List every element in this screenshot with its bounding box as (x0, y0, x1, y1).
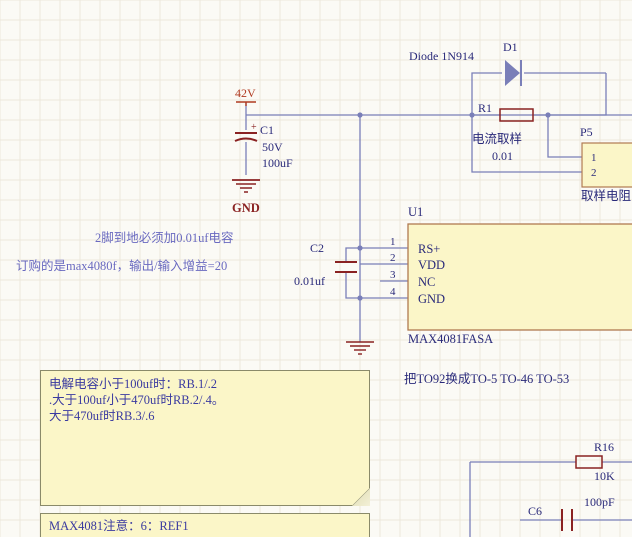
resistor-r1[interactable]: R1 电流取样 0.01 (472, 101, 534, 163)
r16-value: 10K (594, 469, 615, 483)
sticky-note-max4081[interactable]: MAX4081注意：6：REF1 (40, 513, 370, 537)
u1-pin-num: 3 (390, 269, 396, 281)
u1-pin-2: 2 VDD (390, 252, 445, 272)
u1-pin-name: NC (418, 275, 435, 289)
capacitor-c6[interactable]: C6 100pF (528, 495, 615, 531)
junction-dot (357, 245, 363, 251)
u1-pin-num: 2 (390, 252, 396, 264)
wire-p5-pin1 (547, 115, 582, 158)
note-line: MAX4081注意：6：REF1 (49, 519, 189, 533)
c1-ref: C1 (260, 123, 274, 137)
annotation-pin2-note: 2脚到地必须加0.01uf电容 (95, 230, 234, 245)
p5-pin2: 2 (591, 167, 597, 179)
p5-desc: 取样电阻 (581, 188, 632, 203)
junction-dot (357, 112, 363, 118)
wire-diode-line (471, 72, 502, 115)
note-line: 电解电容小于100uf时：RB.1/.2 (49, 377, 218, 391)
diode-d1[interactable]: Diode 1N914 D1 (409, 40, 522, 86)
wire-c2-top (345, 247, 360, 262)
p5-ref: P5 (580, 125, 593, 139)
connector-p5[interactable]: P5 1 2 取样电阻 (580, 125, 632, 203)
u1-pin-name: VDD (418, 258, 445, 272)
note-fold-corner (352, 488, 370, 506)
wire-42v-rail (246, 73, 607, 116)
note-line: .大于100uf小于470uf时RB.2/.4。 (49, 393, 225, 407)
r1-desc: 电流取样 (472, 131, 522, 146)
u1-part: MAX4081FASA (408, 332, 493, 346)
note-line: 大于470uf时RB.3/.6 (49, 409, 155, 423)
u1-ref: U1 (408, 205, 423, 219)
r1-value: 0.01 (492, 149, 513, 163)
junction-dot (357, 295, 363, 301)
resistor-r16[interactable]: R16 10K (575, 440, 615, 483)
u1-pin-name: RS+ (418, 242, 440, 256)
d1-ref: D1 (503, 40, 518, 54)
u1-pin-1: 1 RS+ (390, 236, 440, 256)
wire-p5-pin2 (471, 115, 582, 173)
annotation-package-note: 把TO92换成TO-5 TO-46 TO-53 (404, 372, 569, 386)
d1-desc: Diode 1N914 (409, 49, 474, 63)
wire-c2-bottom (345, 272, 360, 299)
power-label-42v: 42V (235, 86, 256, 100)
u1-pin-num: 1 (390, 236, 396, 248)
r1-ref: R1 (478, 101, 492, 115)
u1-pin-name: GND (418, 292, 445, 306)
u1-pin-num: 4 (390, 286, 396, 298)
gnd-symbol-2[interactable] (346, 341, 374, 355)
ic-u1[interactable]: U1 MAX4081FASA 1 RS+ 2 VDD 3 NC 4 GND (390, 205, 632, 346)
c2-ref: C2 (310, 241, 324, 255)
c6-value: 100pF (584, 495, 615, 509)
junction-dot (469, 112, 475, 118)
capacitor-c1[interactable]: + C1 50V 100uF (234, 122, 293, 170)
junctions (357, 112, 551, 301)
u1-pin-4: 4 GND (390, 286, 445, 306)
gnd-symbol-1[interactable]: GND (232, 179, 260, 215)
c1-voltage: 50V (262, 140, 283, 154)
p5-pin1: 1 (591, 152, 597, 164)
u1-pin-3: 3 NC (390, 269, 435, 289)
r16-ref: R16 (594, 440, 614, 454)
c2-value: 0.01uf (294, 274, 325, 288)
gnd-label: GND (232, 201, 260, 215)
svg-text:+: + (251, 122, 257, 133)
sticky-note-capacitor-rules[interactable]: 电解电容小于100uf时：RB.1/.2 .大于100uf小于470uf时RB.… (40, 370, 370, 506)
capacitor-c2[interactable]: C2 0.01uf (294, 241, 357, 288)
annotation-order-note: 订购的是max4080f，输出/输入增益=20 (16, 258, 227, 273)
power-port-42v[interactable]: 42V (235, 86, 256, 106)
c1-value: 100uF (262, 156, 293, 170)
junction-dot (545, 112, 551, 118)
c6-ref: C6 (528, 504, 542, 518)
